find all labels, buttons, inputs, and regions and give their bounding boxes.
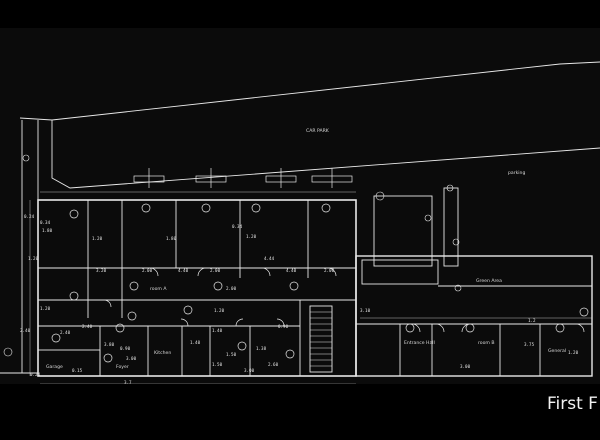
label-car-park: CAR PARK [306, 128, 330, 134]
staircase-outline [309, 305, 333, 373]
dimension-label: 2.40 [82, 324, 93, 329]
balcony-frame [361, 259, 439, 285]
plan-linework [0, 61, 600, 384]
label-green-area: Green Area [476, 278, 502, 284]
dimension-label: 1.50 [226, 352, 237, 357]
label-room-b: room B [478, 340, 495, 346]
dimension-label: 1.38 [256, 346, 267, 351]
label-kitchen: Kitchen [154, 350, 171, 356]
car-park-lower-boundary [51, 120, 600, 189]
dimension-label: 0.24 [30, 372, 41, 377]
window-symbols [133, 168, 353, 188]
dimension-label: 0.24 [24, 214, 35, 219]
dimension-label: 3.00 [460, 364, 471, 369]
planting [3, 154, 462, 357]
site-edge [19, 117, 53, 121]
dimension-label: 2.00 [324, 268, 335, 273]
dimension-label: 1.80 [42, 228, 53, 233]
top-black-bar [0, 0, 600, 28]
dimension-label: 1.40 [212, 328, 223, 333]
dimension-label: 1.20 [28, 256, 39, 261]
dimension-label: 1.20 [40, 306, 51, 311]
dimension-label: 1.80 [166, 236, 177, 241]
staircase-treads [310, 311, 332, 367]
floor-plan-drawing: CAR PARK parking Garage Foyer Kitchen En… [0, 61, 600, 384]
plan-labels: CAR PARK parking Garage Foyer Kitchen En… [46, 128, 566, 370]
dimension-label: 1.2 [528, 318, 536, 323]
dimension-label: 2.00 [226, 286, 237, 291]
dimension-label: 2.40 [20, 328, 31, 333]
dimension-values: 1.80 3.20 0.34 2.00 1.80 2.00 0.34 4.40 1.20 4.40… [20, 214, 579, 384]
dimension-label: 2.00 [142, 268, 153, 273]
car-park-upper-boundary [51, 61, 600, 121]
dimension-label: 1.20 [214, 308, 225, 313]
dimension-label: 3.10 [360, 308, 371, 313]
label-garage: Garage [46, 364, 63, 370]
label-foyer: Foyer [116, 364, 129, 370]
dimension-label: 3.00 [126, 356, 137, 361]
dimension-lines [29, 191, 592, 384]
dimension-label: 1.20 [568, 350, 579, 355]
dimension-label: 1.20 [246, 234, 257, 239]
courtyard-frame-right [443, 187, 459, 267]
door-swings [103, 267, 585, 333]
dimension-label: 0.34 [232, 224, 243, 229]
dimension-label: 4.44 [264, 256, 275, 261]
dimension-label: 0.90 [120, 346, 131, 351]
fixtures [51, 203, 589, 363]
dimension-label: 0.90 [278, 324, 289, 329]
label-parking: parking [508, 170, 525, 176]
bottom-black-bar [0, 384, 600, 440]
dimension-label: 1.40 [190, 340, 201, 345]
dimension-label: 2.60 [268, 362, 279, 367]
floor-plan-viewport: CAR PARK parking Garage Foyer Kitchen En… [0, 28, 600, 384]
courtyard-frame-left [373, 195, 433, 267]
dimension-label: 0.34 [40, 220, 51, 225]
label-entrance-hall: Entrance Hall [404, 340, 435, 346]
slide-caption: First F [547, 394, 598, 414]
dimension-label: 1.20 [92, 236, 103, 241]
dimension-label: 2.40 [60, 330, 71, 335]
label-general: General [548, 348, 566, 354]
dimension-label: 3.7 [124, 380, 132, 384]
dimension-label: 3.75 [524, 342, 535, 347]
dimension-label: 1.50 [212, 362, 223, 367]
dimension-label: 3.80 [104, 342, 115, 347]
dimension-label: 4.40 [178, 268, 189, 273]
dimension-label: 3.20 [96, 268, 107, 273]
dimension-label: 4.40 [286, 268, 297, 273]
dimension-label: 0.15 [72, 368, 83, 373]
label-room-a: room A [150, 286, 167, 292]
dimension-label: 3.00 [244, 368, 255, 373]
dimension-label: 2.00 [210, 268, 221, 273]
garage-outline [37, 349, 101, 377]
east-wing-outline [355, 255, 593, 377]
